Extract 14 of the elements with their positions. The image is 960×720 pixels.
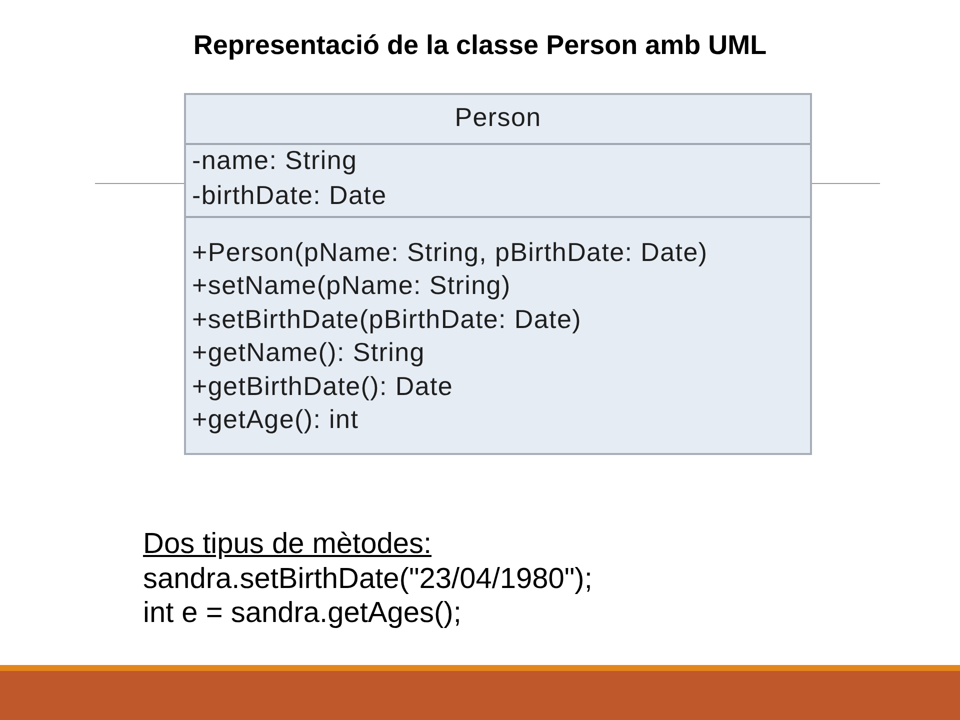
code-line: int e = sandra.getAges(); — [143, 596, 462, 630]
method-text: +getName(): String — [192, 337, 425, 368]
method-text: +getBirthDate(): Date — [192, 370, 454, 401]
uml-class-box — [184, 93, 812, 455]
heading-text: Dos tipus de mètodes: — [143, 527, 432, 561]
slide-title: Representació de la classe Person amb UML — [192, 30, 768, 60]
attribute-text: -name: String — [192, 145, 358, 175]
method-text: +Person(pName: String, pBirthDate: Date) — [192, 237, 708, 267]
method-text: +setBirthDate(pBirthDate: Date) — [192, 304, 582, 334]
code-line: sandra.setBirthDate("23/04/1980"); — [143, 562, 592, 596]
method-text: +getAge(): int — [192, 404, 359, 434]
method-text: +setName(pName: String) — [192, 270, 511, 300]
attribute-text: -birthDate: Date — [192, 180, 387, 210]
class-name: Person — [454, 102, 542, 132]
